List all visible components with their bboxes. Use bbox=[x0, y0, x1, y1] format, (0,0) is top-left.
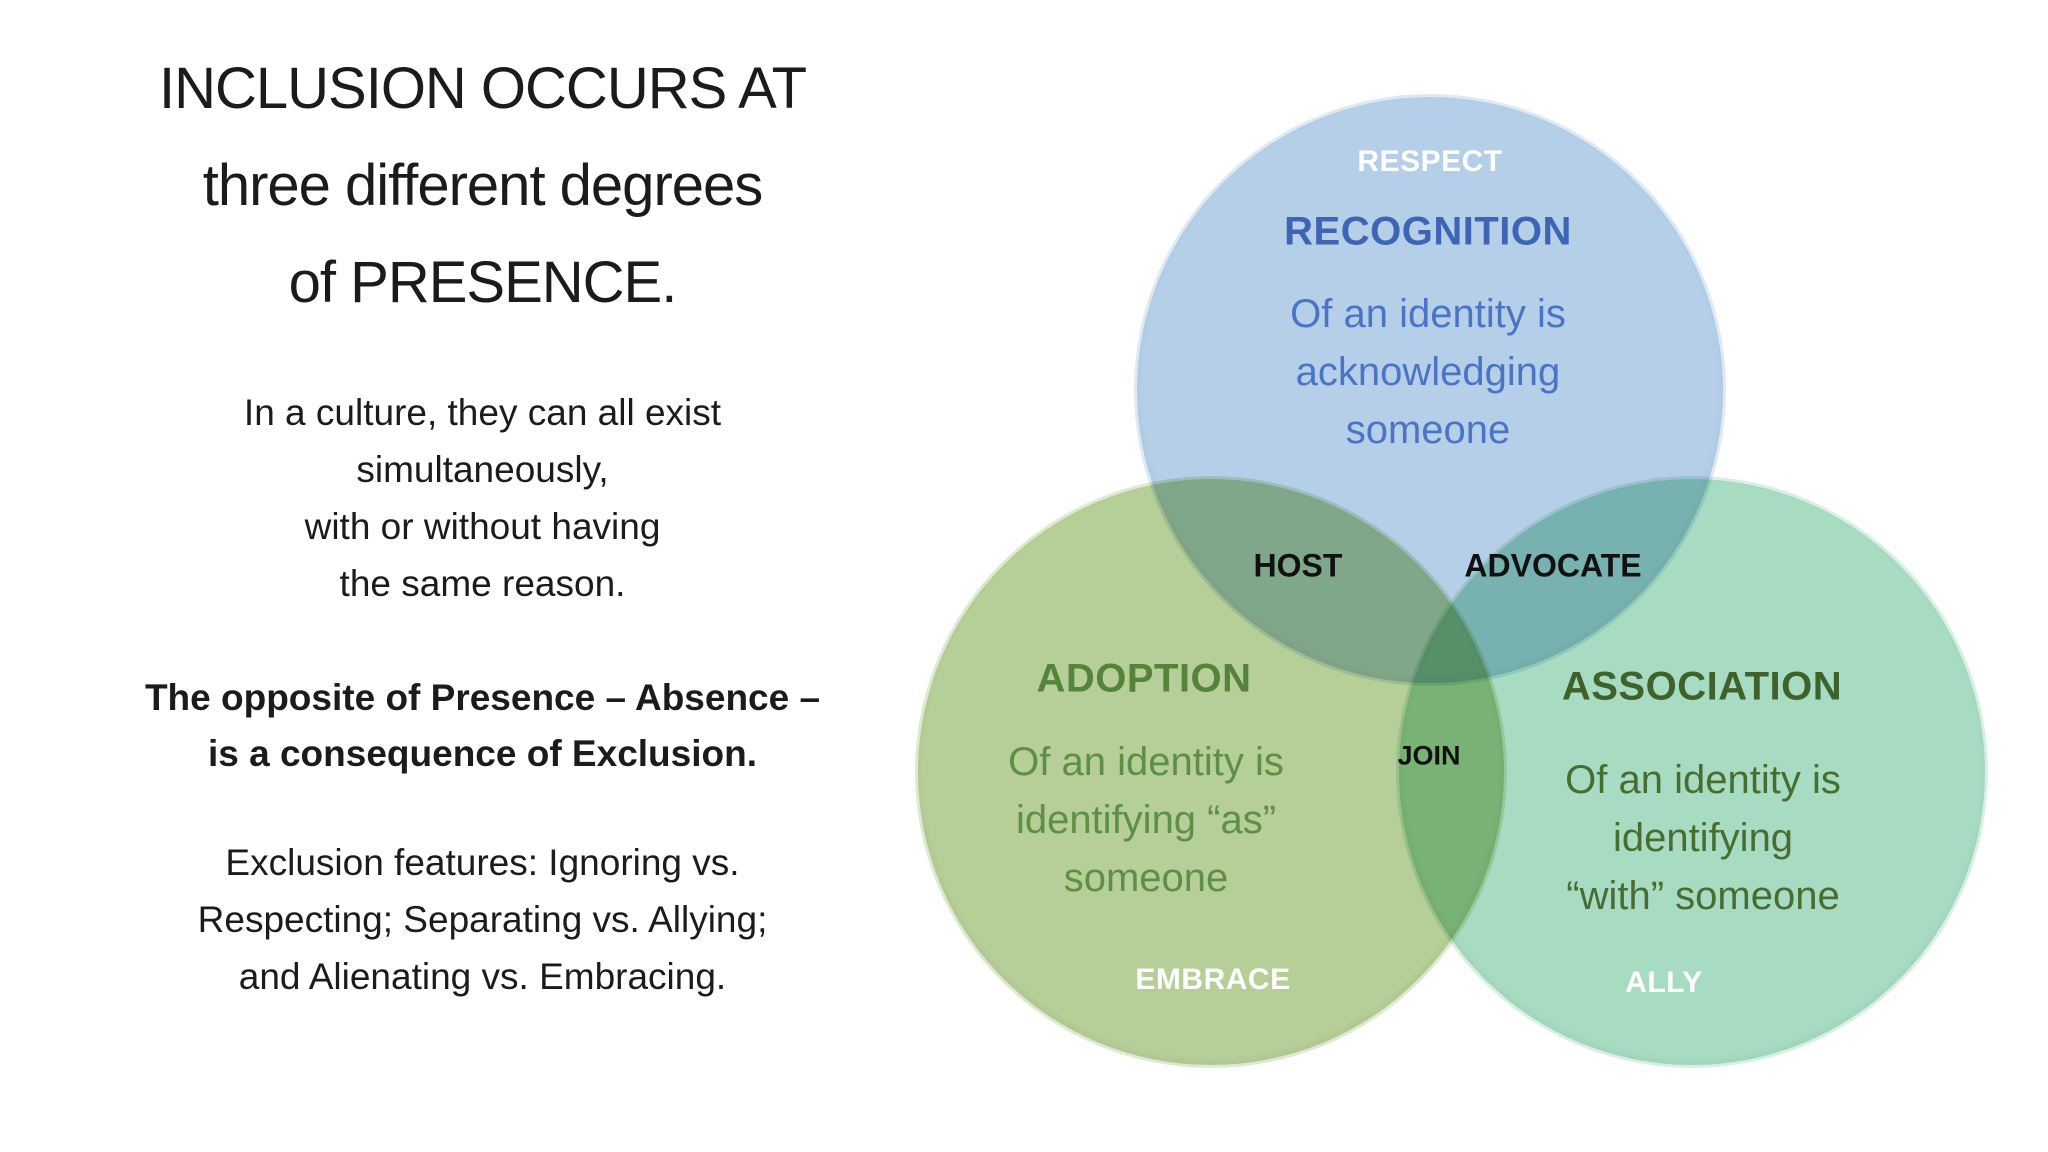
association-title: ASSOCIATION bbox=[1561, 664, 1843, 709]
paragraph-opposite: The opposite of Presence – Absence – is … bbox=[60, 670, 905, 782]
text-line: someone bbox=[1345, 408, 1511, 452]
paragraph-exclusion-features: Exclusion features: Ignoring vs. Respect… bbox=[60, 834, 905, 1005]
title-line: three different degrees bbox=[202, 153, 764, 218]
recognition-description: Of an identity is acknowledging someone bbox=[1290, 285, 1566, 459]
text-line: identifying bbox=[1612, 816, 1794, 860]
ally-label: ALLY bbox=[1625, 966, 1703, 999]
text-line: and Alienating vs. Embracing. bbox=[238, 956, 727, 997]
slide-title: INCLUSION OCCURS AT three different degr… bbox=[60, 40, 905, 331]
respect-label: RESPECT bbox=[1357, 145, 1503, 178]
text-line: Respecting; Separating vs. Allying; bbox=[197, 899, 768, 940]
text-line: identifying “as” bbox=[1015, 798, 1277, 842]
title-line: INCLUSION OCCURS AT bbox=[158, 56, 807, 121]
text-line: Exclusion features: Ignoring vs. bbox=[225, 842, 740, 883]
text-line: the same reason. bbox=[339, 563, 626, 604]
text-line: The opposite of Presence – Absence – bbox=[144, 677, 821, 718]
embrace-label: EMBRACE bbox=[1135, 963, 1291, 996]
recognition-title: RECOGNITION bbox=[1284, 209, 1572, 254]
adoption-description: Of an identity is identifying “as” someo… bbox=[1008, 733, 1284, 907]
text-line: Of an identity is bbox=[1565, 758, 1841, 802]
text-line: is a consequence of Exclusion. bbox=[207, 733, 757, 774]
paragraph-culture: In a culture, they can all exist simulta… bbox=[60, 384, 905, 612]
text-line: with or without having bbox=[304, 506, 661, 547]
text-line: Of an identity is bbox=[1290, 292, 1566, 336]
association-description: Of an identity is identifying “with” som… bbox=[1565, 751, 1841, 925]
association-circle bbox=[1396, 476, 1988, 1068]
text-line: simultaneously, bbox=[356, 449, 609, 490]
text-line: someone bbox=[1063, 856, 1229, 900]
text-line: “with” someone bbox=[1566, 874, 1840, 918]
text-line: acknowledging bbox=[1295, 350, 1561, 394]
join-label: JOIN bbox=[1397, 740, 1461, 771]
text-line: In a culture, they can all exist bbox=[243, 392, 722, 433]
adoption-title: ADOPTION bbox=[1036, 656, 1252, 701]
advocate-label: ADVOCATE bbox=[1464, 547, 1642, 584]
title-line: of PRESENCE. bbox=[288, 250, 678, 315]
text-line: Of an identity is bbox=[1008, 740, 1284, 784]
host-label: HOST bbox=[1253, 547, 1343, 584]
